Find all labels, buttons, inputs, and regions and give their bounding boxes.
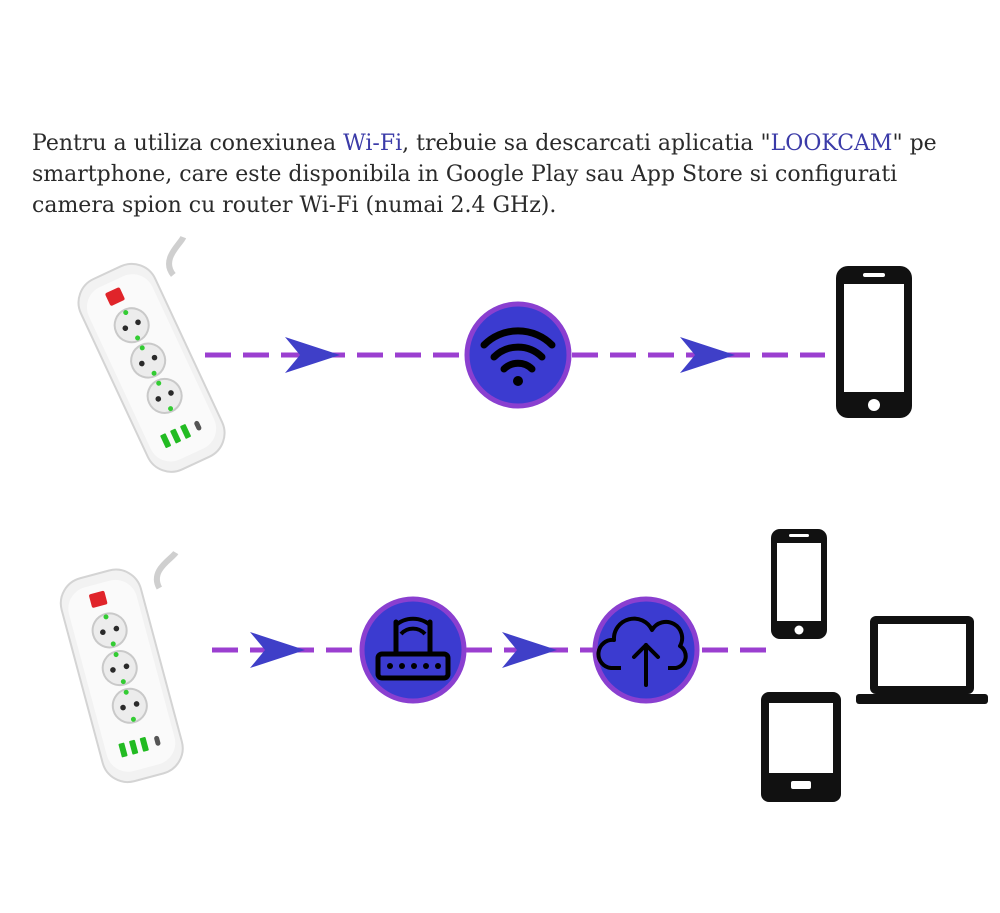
intro-text: Pentru a utiliza conexiunea Wi-Fi, trebu… [32,128,972,221]
arrow-right-icon [502,632,557,668]
arrow-right-icon [250,632,305,668]
wifi-highlight: Wi-Fi [343,131,403,156]
smartphone-icon [771,529,827,639]
wifi-icon [464,301,572,409]
intro-part-2: , trebuie sa descarcati aplicatia " [402,131,771,156]
intro-part-3: " pe smartphone, care este disponibila i… [32,131,937,218]
arrow-right-icon [680,337,735,373]
power-strip-camera-icon [55,553,230,788]
smartphone-icon [836,266,912,418]
laptop-icon [856,616,988,704]
arrow-right-icon [285,337,340,373]
cloud-upload-icon [592,596,700,704]
intro-part-1: Pentru a utiliza conexiunea [32,131,344,156]
router-icon [359,596,467,704]
power-strip-camera-icon [70,237,272,480]
tablet-icon [761,692,841,802]
lookcam-highlight: LOOKCAM [770,131,893,156]
